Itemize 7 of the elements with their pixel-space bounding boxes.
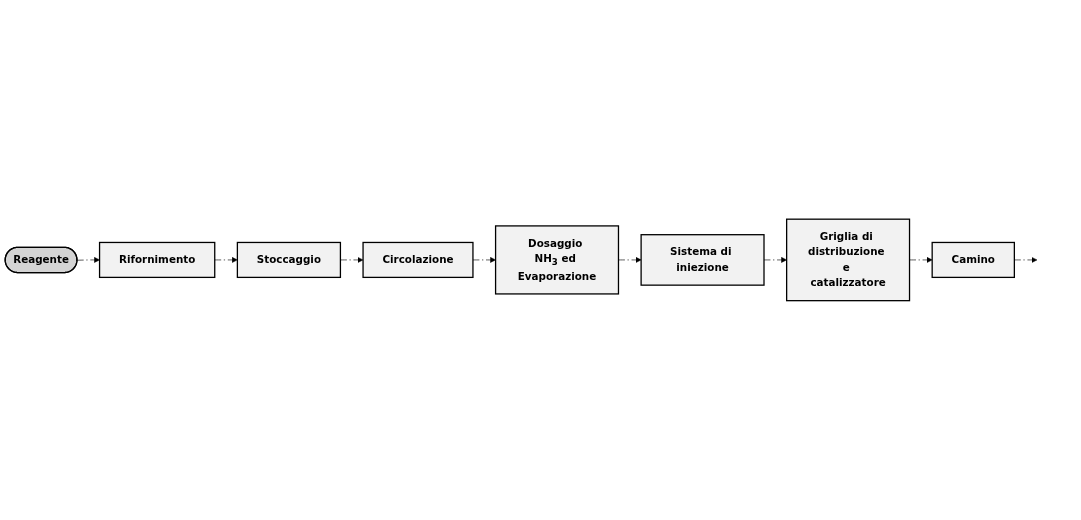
node-box: Stoccaggio <box>236 241 342 279</box>
node-box: Sistema di iniezione <box>640 234 765 286</box>
node-box: Camino <box>931 241 1015 279</box>
node-box: Griglia di distribuzione e catalizzatore <box>786 218 911 302</box>
node-box: Rifornimento <box>98 241 216 279</box>
node-box: Dosaggio NH$_{3}$ ed Evaporazione <box>494 225 620 295</box>
node-box: Circolazione <box>362 241 474 279</box>
